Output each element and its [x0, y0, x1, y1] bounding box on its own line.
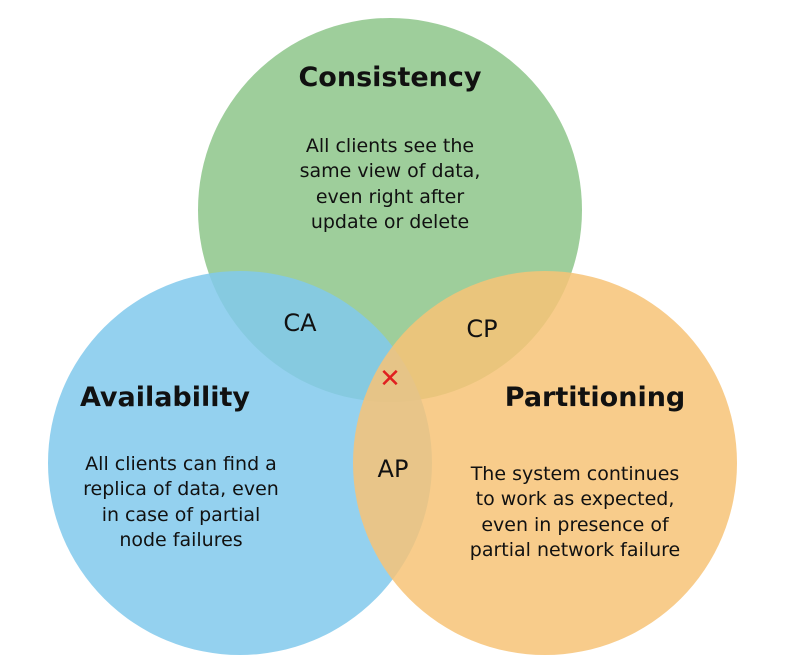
- cp-intersection-label: CP: [466, 315, 498, 343]
- partitioning-circle: [353, 271, 737, 655]
- availability-description: All clients can find a replica of data, …: [83, 453, 279, 551]
- availability-circle: [48, 271, 432, 655]
- consistency-title: Consistency: [298, 62, 482, 93]
- partitioning-description: The system continues to work as expected…: [469, 463, 681, 561]
- ap-intersection-label: AP: [377, 455, 409, 483]
- center-cross-icon: ✕: [379, 364, 401, 394]
- availability-title: Availability: [79, 382, 251, 413]
- partitioning-title: Partitioning: [504, 382, 686, 413]
- ca-intersection-label: CA: [283, 309, 317, 337]
- consistency-description: All clients see the same view of data, e…: [299, 135, 481, 233]
